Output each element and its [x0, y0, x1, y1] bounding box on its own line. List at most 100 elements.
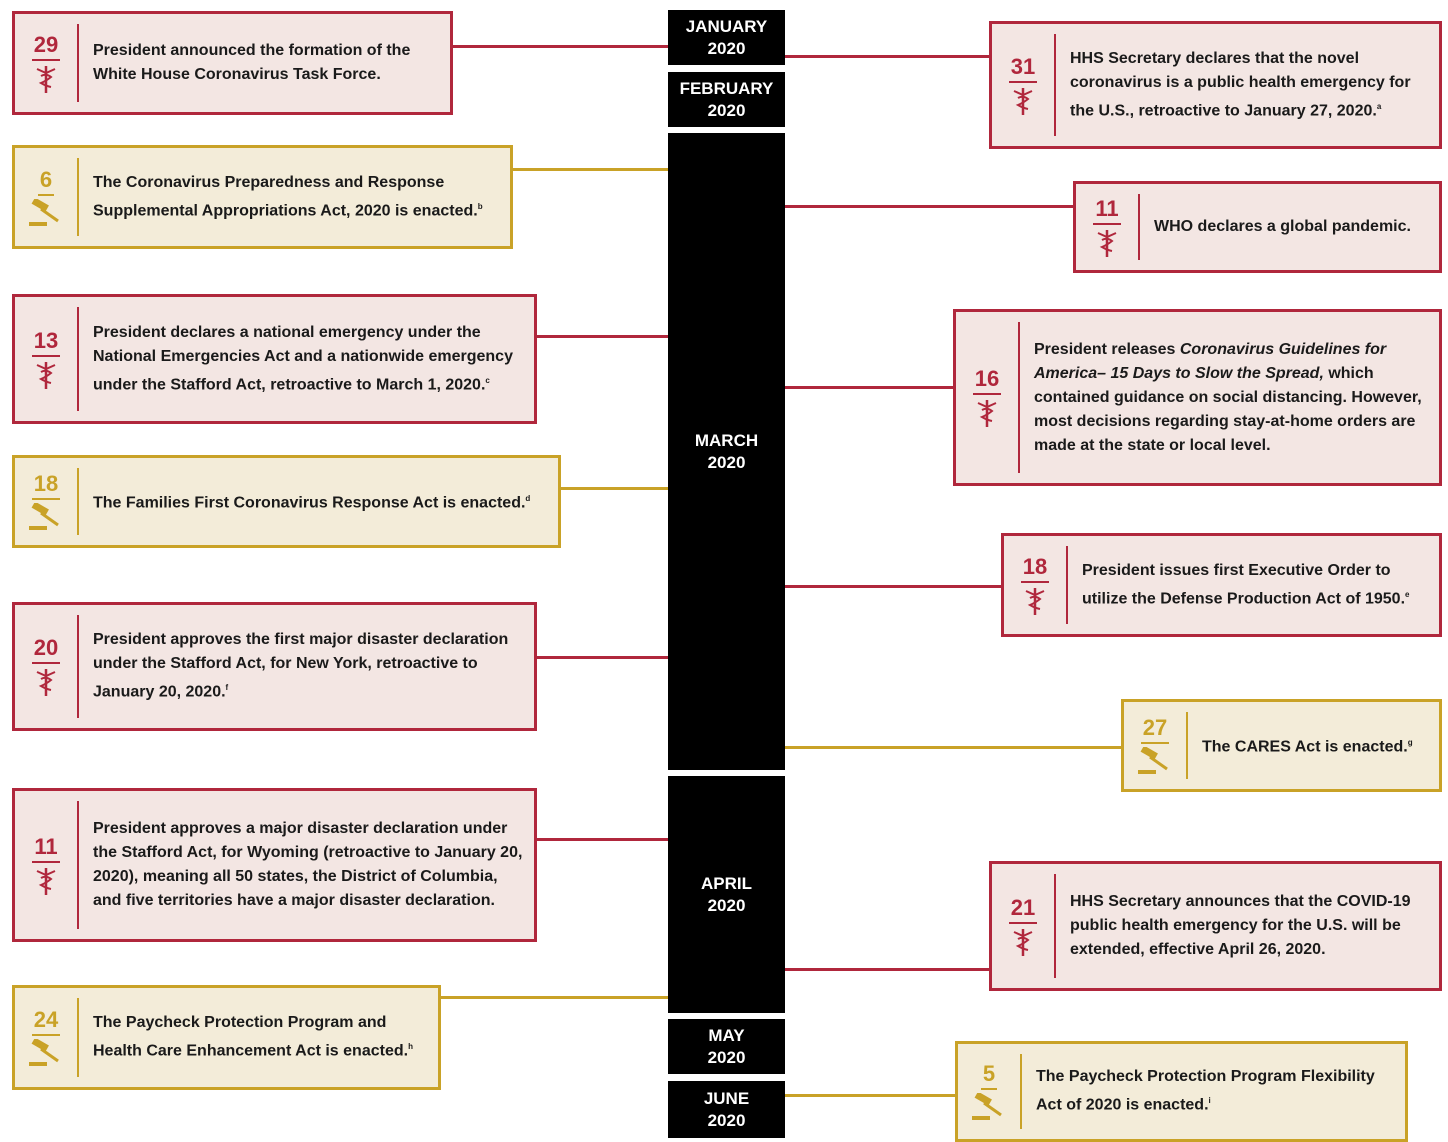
- event-text: HHS Secretary announces that the COVID-1…: [1070, 893, 1411, 958]
- event-day: 20: [31, 636, 61, 664]
- footnote-marker: f: [225, 683, 229, 693]
- event-card: 27 The CARES Act is enacted.g: [1121, 699, 1442, 792]
- event-day: 11: [32, 834, 60, 863]
- gavel-icon: [28, 1039, 64, 1067]
- divider: [77, 307, 79, 411]
- caduceus-icon: [1012, 86, 1034, 116]
- event-card: 5 The Paycheck Protection Program Flexib…: [955, 1041, 1408, 1142]
- event-card: 24 The Paycheck Protection Program and H…: [12, 985, 441, 1090]
- event-text: President declares a national emergency …: [93, 323, 513, 394]
- month-name: APRIL: [701, 873, 752, 893]
- event-day: 16: [972, 367, 1002, 395]
- event-text: President issues first Executive Order t…: [1082, 561, 1406, 608]
- event-day: 18: [31, 472, 61, 500]
- connector-right-7: [785, 1094, 955, 1097]
- month-name: MAY: [708, 1025, 745, 1045]
- event-text: The CARES Act is enacted.: [1202, 738, 1408, 756]
- month-name: FEBRUARY: [679, 78, 774, 98]
- event-day: 13: [31, 328, 61, 357]
- connector-left-6: [536, 838, 668, 841]
- caduceus-icon: [1012, 927, 1034, 957]
- event-day: 6: [37, 167, 55, 196]
- divider: [77, 468, 79, 535]
- footnote-marker: h: [408, 1042, 413, 1052]
- connector-right-1: [785, 55, 989, 58]
- divider: [1020, 1054, 1022, 1129]
- month-february: FEBRUARY 2020: [668, 72, 785, 127]
- month-april: APRIL 2020: [668, 776, 785, 1013]
- connector-right-3: [785, 386, 953, 389]
- connector-right-4: [785, 585, 1001, 588]
- month-name: MARCH: [694, 430, 759, 450]
- caduceus-icon: [35, 667, 57, 697]
- event-card: 11 President approves a major disaster d…: [12, 788, 537, 942]
- publication-title: Coronavirus Guidelines for America– 15 D…: [1034, 340, 1387, 382]
- connector-left-3: [536, 335, 668, 338]
- connector-left-1: [452, 45, 668, 48]
- divider: [77, 801, 79, 929]
- divider: [1054, 874, 1056, 978]
- event-text-post: which contained guidance on social dista…: [1034, 364, 1422, 454]
- connector-right-2: [785, 205, 1073, 208]
- month-january: JANUARY 2020: [668, 10, 785, 65]
- caduceus-icon: [976, 398, 998, 428]
- month-name: JUNE: [703, 1088, 750, 1108]
- event-day: 11: [1093, 196, 1121, 225]
- event-card: 31 HHS Secretary declares that the novel…: [989, 21, 1442, 149]
- month-year: 2020: [707, 452, 746, 472]
- month-year: 2020: [707, 100, 746, 120]
- month-name: JANUARY: [685, 16, 768, 36]
- month-year: 2020: [707, 895, 746, 915]
- event-card: 16 President releases Coronavirus Guidel…: [953, 309, 1442, 486]
- gavel-icon: [1137, 747, 1173, 775]
- month-march: MARCH 2020: [668, 133, 785, 770]
- divider: [77, 998, 79, 1077]
- event-text-pre: President releases: [1034, 340, 1180, 358]
- connector-left-4: [560, 487, 668, 490]
- divider: [77, 158, 79, 236]
- event-text: The Paycheck Protection Program Flexibil…: [1036, 1068, 1375, 1114]
- footnote-marker: c: [485, 375, 490, 385]
- event-card: 21 HHS Secretary announces that the COVI…: [989, 861, 1442, 991]
- gavel-icon: [971, 1093, 1007, 1121]
- footnote-marker: i: [1208, 1096, 1211, 1106]
- event-card: 13 President declares a national emergen…: [12, 294, 537, 424]
- footnote-marker: e: [1405, 589, 1410, 599]
- event-card: 11 WHO declares a global pandemic.: [1073, 181, 1442, 273]
- month-year: 2020: [707, 38, 746, 58]
- connector-right-5: [785, 746, 1121, 749]
- event-text: WHO declares a global pandemic.: [1154, 218, 1411, 235]
- divider: [1138, 194, 1140, 260]
- gavel-icon: [28, 198, 64, 227]
- month-may: MAY 2020: [668, 1019, 785, 1074]
- event-text: President approves the first major disas…: [93, 631, 509, 701]
- event-day: 27: [1140, 716, 1170, 744]
- connector-left-5: [536, 656, 668, 659]
- footnote-marker: d: [525, 494, 531, 504]
- event-day: 24: [31, 1008, 61, 1036]
- caduceus-icon: [35, 64, 57, 94]
- footnote-marker: g: [1407, 738, 1413, 748]
- caduceus-icon: [35, 360, 57, 390]
- caduceus-icon: [1024, 586, 1046, 616]
- event-day: 5: [980, 1062, 998, 1090]
- footnote-marker: b: [477, 201, 483, 211]
- connector-left-7: [440, 996, 668, 999]
- event-card: 6 The Coronavirus Preparedness and Respo…: [12, 145, 513, 249]
- event-text: The Coronavirus Preparedness and Respons…: [93, 173, 478, 220]
- event-card: 20 President approves the first major di…: [12, 602, 537, 731]
- event-day: 31: [1008, 54, 1038, 83]
- event-text: HHS Secretary declares that the novel co…: [1070, 49, 1411, 120]
- event-card: 18 The Families First Coronavirus Respon…: [12, 455, 561, 548]
- divider: [1066, 546, 1068, 624]
- event-card: 18 President issues first Executive Orde…: [1001, 533, 1442, 637]
- event-text: The Paycheck Protection Program and Heal…: [93, 1014, 409, 1060]
- month-june: JUNE 2020: [668, 1081, 785, 1138]
- event-day: 29: [31, 32, 61, 61]
- connector-left-2: [512, 168, 668, 171]
- caduceus-icon: [1096, 228, 1118, 258]
- event-text: President approves a major disaster decl…: [93, 820, 523, 909]
- event-card: 29 President announced the formation of …: [12, 11, 453, 115]
- divider: [1054, 34, 1056, 136]
- divider: [77, 615, 79, 718]
